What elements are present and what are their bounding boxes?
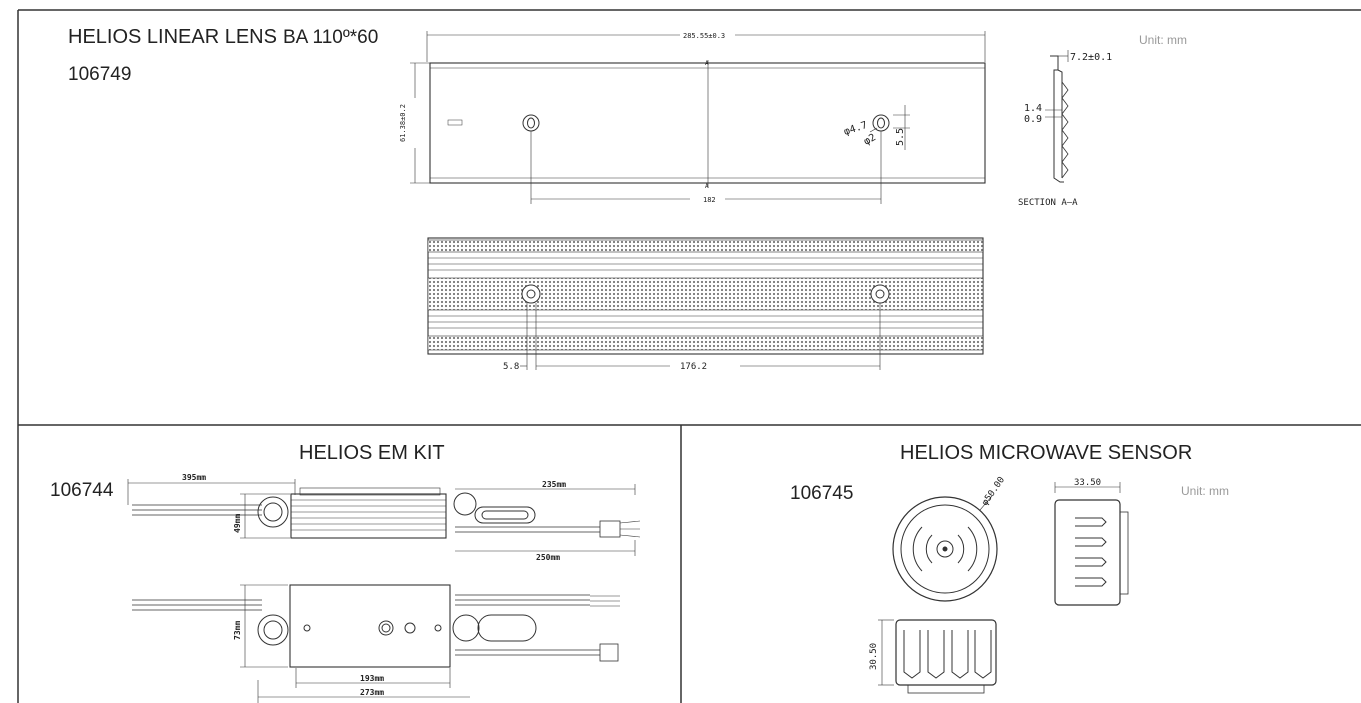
dim-hole-spacing: 182	[703, 196, 716, 204]
em-kit-title: HELIOS EM KIT	[299, 442, 445, 464]
dim-section-a: 1.4	[1024, 103, 1042, 114]
dim-bottom-offset: 5.8	[503, 362, 519, 372]
cut-mark-top: A	[705, 60, 709, 67]
panel-borders	[17, 9, 1361, 703]
lens-code: 106749	[68, 64, 132, 85]
lens-bottom-view	[427, 237, 984, 370]
em-kit-bottom-view	[132, 584, 620, 703]
em-dim-cable-right-bottom: 250mm	[536, 553, 560, 562]
sensor-code: 106745	[790, 483, 854, 504]
dim-hole-offset: 5.5	[895, 128, 906, 146]
dim-section-b: 0.9	[1024, 114, 1042, 125]
section-label: SECTION A—A	[1018, 198, 1078, 208]
sensor-views	[878, 482, 1129, 694]
dim-bottom-spacing: 176.2	[680, 362, 707, 372]
lens-unit: Unit: mm	[1139, 33, 1187, 47]
lens-beam: BA 110º*60	[282, 27, 379, 48]
dim-hole-d1: φ4.7	[843, 120, 869, 138]
em-dim-cable-left: 395mm	[182, 473, 206, 482]
em-dim-height-top: 49mm	[233, 514, 242, 533]
em-dim-cable-right-top: 235mm	[542, 480, 566, 489]
em-dim-inner-len: 193mm	[360, 674, 384, 683]
em-dim-outer-len: 273mm	[360, 688, 384, 697]
dim-width: 61.38±0.2	[399, 104, 407, 142]
dim-hole-d2: φ2	[862, 132, 878, 148]
em-kit-top-view	[127, 479, 641, 556]
em-kit-code: 106744	[50, 480, 114, 501]
dim-length: 285.55±0.3	[683, 32, 725, 40]
dim-section-top: 7.2±0.1	[1070, 52, 1112, 63]
cut-mark-bottom: A	[705, 183, 709, 190]
sensor-dim-diameter: φ50.00	[980, 475, 1007, 507]
sensor-dim-height: 30.50	[869, 643, 879, 670]
em-dim-height-bottom: 73mm	[233, 621, 242, 640]
section-a-a	[1045, 50, 1069, 183]
sensor-unit: Unit: mm	[1181, 484, 1229, 498]
lens-top-view	[410, 31, 986, 204]
sensor-title: HELIOS MICROWAVE SENSOR	[900, 442, 1193, 464]
lens-title-text: HELIOS LINEAR LENS	[68, 26, 277, 48]
sensor-dim-depth: 33.50	[1074, 478, 1101, 488]
